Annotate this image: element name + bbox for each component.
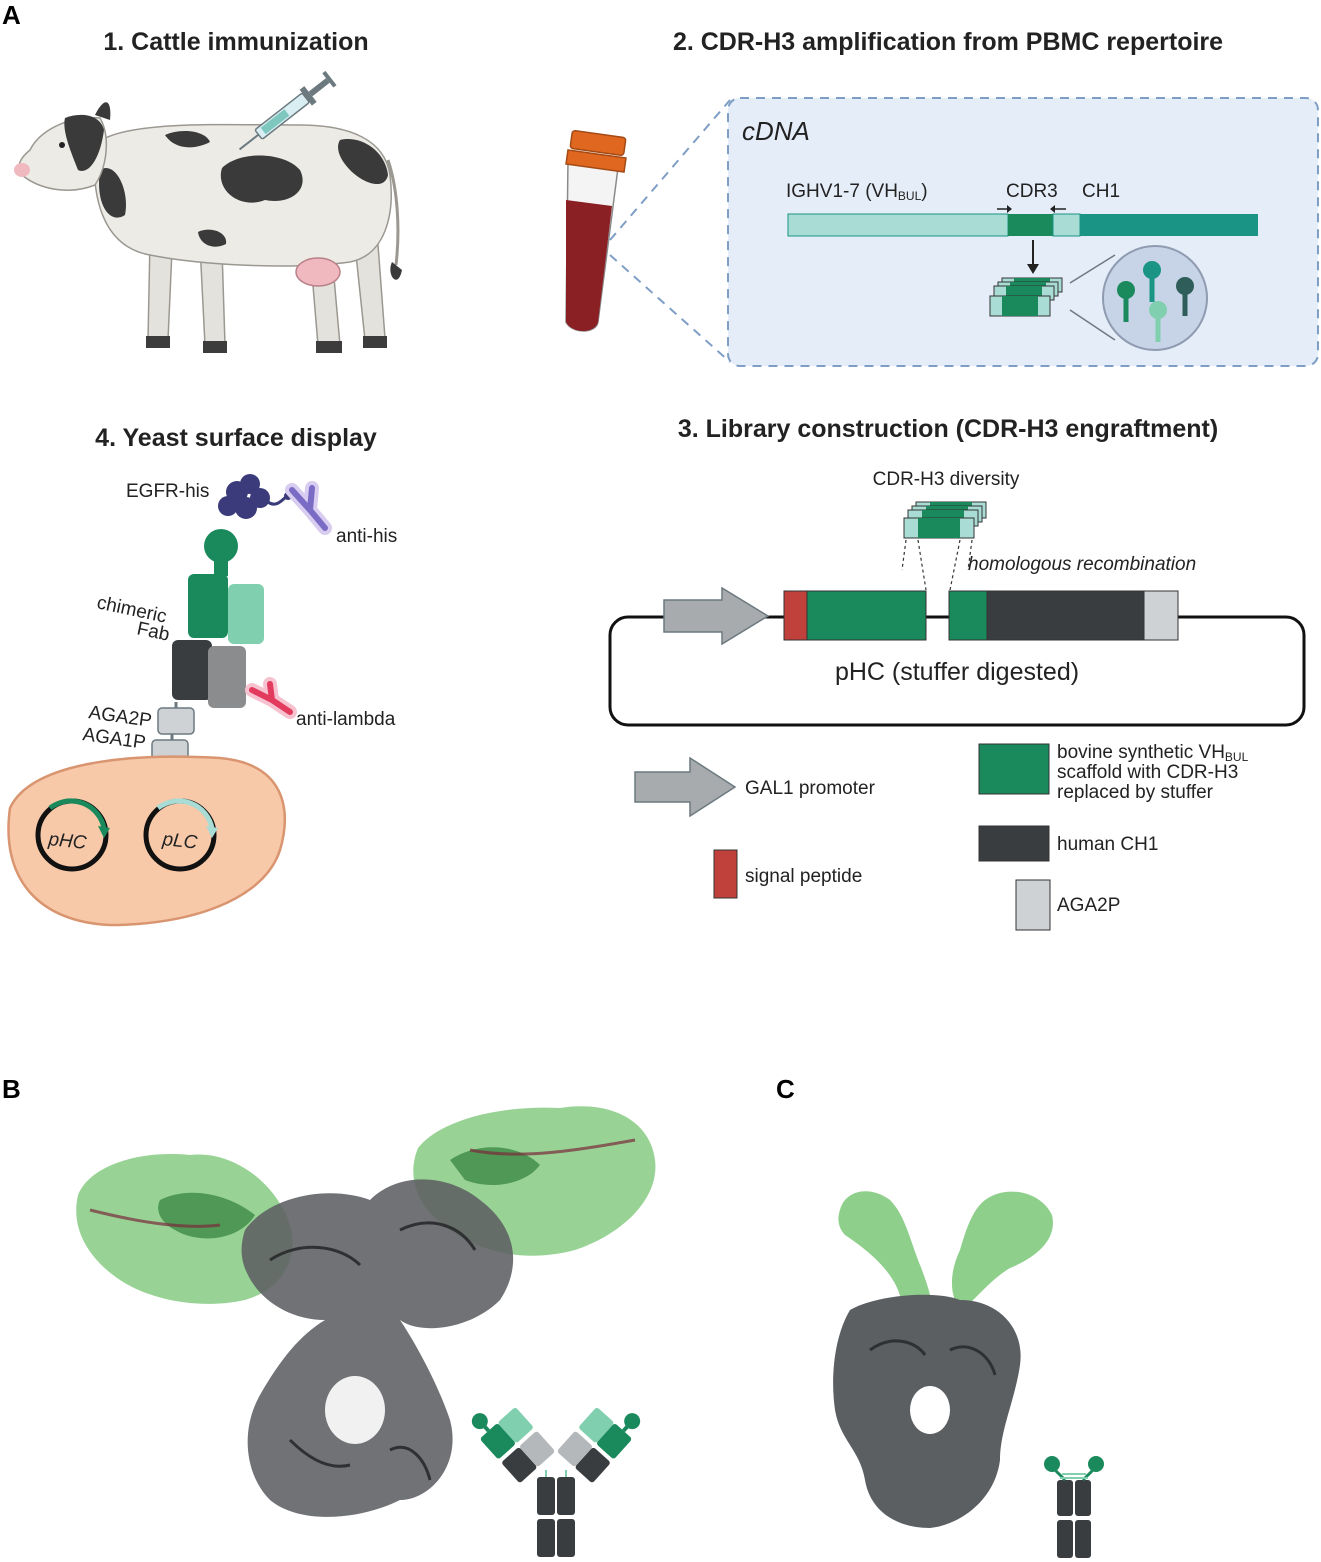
primer-arrows <box>997 205 1066 213</box>
panel-letter-c: C <box>776 1074 795 1104</box>
legend-scaffold-line2: scaffold with CDR-H3 <box>1057 762 1238 783</box>
heavy-chain-only-structure-render <box>833 1191 1053 1528</box>
recombination-guides <box>901 539 973 591</box>
step2-title: 2. CDR-H3 amplification from PBMC repert… <box>673 28 1223 56</box>
egfr-label: EGFR-his <box>126 481 209 502</box>
legend-aga2p-label: AGA2P <box>1057 895 1120 916</box>
magnify-line-2 <box>1069 309 1116 341</box>
panel-letter-a: A <box>2 0 21 30</box>
cdna-label: cDNA <box>742 116 810 146</box>
ighv-label: IGHV1-7 (VHBUL) <box>786 181 928 203</box>
aga2p-block <box>157 707 195 735</box>
legend-scaffold-line1: bovine synthetic VHBUL <box>1057 742 1249 764</box>
down-arrow-head <box>1027 264 1039 274</box>
anti-his-antibody-icon <box>285 481 332 535</box>
phc-construct <box>783 590 1179 641</box>
legend-gal1-label: GAL1 promoter <box>745 778 876 799</box>
magnify-line-1 <box>1069 254 1116 284</box>
zoom-line-top <box>609 99 731 241</box>
chimeric-fab-icon <box>172 529 264 708</box>
plasmid-label: pHC (stuffer digested) <box>835 658 1079 686</box>
cdr-loop-variants <box>1117 261 1194 342</box>
cdna-bar <box>787 213 1258 237</box>
legend-ch1-label: human CH1 <box>1057 834 1158 855</box>
fab-label: Fab <box>135 618 171 645</box>
anti-lambda-label: anti-lambda <box>296 709 396 730</box>
legend: GAL1 promoter signal peptide bovine synt… <box>634 742 1249 931</box>
cdr-h3-diversity-label: CDR-H3 diversity <box>873 469 1020 490</box>
cdr-h3-diversity-stack <box>903 501 987 539</box>
zoom-line-bottom <box>609 254 731 363</box>
ch1-label: CH1 <box>1082 181 1120 202</box>
recombination-label: homologous recombination <box>968 554 1196 575</box>
step4-title: 4. Yeast surface display <box>95 424 377 452</box>
egfr-protein-icon <box>218 474 292 519</box>
blood-tube-icon <box>565 129 627 332</box>
amplicon-stack <box>989 277 1063 317</box>
legend-scaffold-line3: replaced by stuffer <box>1057 782 1214 803</box>
legend-ch1-swatch <box>978 825 1050 862</box>
legend-scaffold-swatch <box>978 743 1050 795</box>
phc-label: pHC <box>46 829 87 854</box>
vhh-fc-schematic-icon <box>1044 1456 1104 1558</box>
legend-signal-label: signal peptide <box>745 866 862 887</box>
legend-gal1-swatch <box>634 756 737 818</box>
gal1-promoter-arrow <box>663 586 770 646</box>
igg-schematic-icon <box>471 1407 641 1557</box>
anti-his-label: anti-his <box>336 526 397 547</box>
cdr3-label: CDR3 <box>1006 181 1058 202</box>
panel-letter-b: B <box>2 1074 21 1104</box>
step1-title: 1. Cattle immunization <box>103 28 368 56</box>
magnified-variants-circle <box>1102 245 1208 351</box>
plc-plasmid-icon <box>143 798 218 872</box>
igg-structure-render <box>76 1106 656 1517</box>
step3-title: 3. Library construction (CDR-H3 engraftm… <box>678 415 1218 443</box>
plc-label: pLC <box>160 829 198 854</box>
anti-lambda-antibody-icon <box>245 677 297 719</box>
phc-plasmid-icon <box>35 798 110 872</box>
legend-signal-swatch <box>713 849 738 899</box>
legend-aga2p-swatch <box>1015 879 1051 931</box>
cow-illustration <box>14 70 402 353</box>
